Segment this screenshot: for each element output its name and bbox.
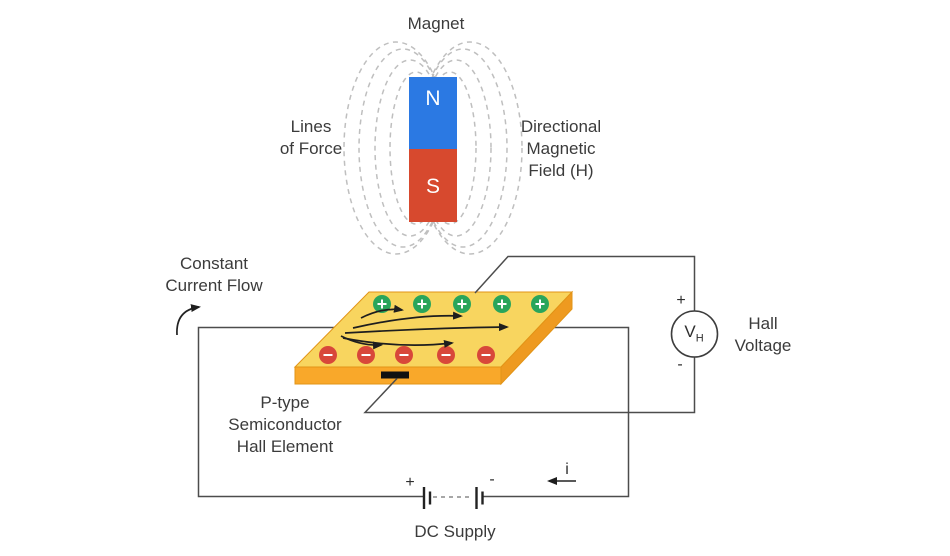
- magnet-north-pole: [409, 77, 457, 149]
- positive-charge-icon: [493, 295, 511, 313]
- magnet-label: Magnet: [407, 14, 465, 33]
- directional-field-line3: Field (H): [528, 161, 594, 180]
- field-line-icon: [423, 71, 477, 225]
- negative-charge-icon: [319, 346, 337, 364]
- battery-minus-sign: -: [489, 471, 495, 488]
- field-line-icon: [417, 41, 523, 255]
- p-type-label: P-type Semiconductor Hall Element: [228, 392, 341, 458]
- voltmeter-symbol: V: [684, 321, 696, 341]
- flow-arrow-icon: [352, 311, 463, 329]
- flow-arrow-icon: [342, 337, 454, 348]
- lines-of-force-line1: Lines: [290, 117, 332, 136]
- electrode-contact: [381, 371, 409, 379]
- hall-voltage-wires: [363, 255, 696, 414]
- voltmeter-reading: VH: [684, 322, 703, 344]
- slab-side-face: [500, 290, 573, 386]
- hall-top-wire: [474, 255, 696, 311]
- left-circuit-wire: [197, 326, 424, 498]
- constant-current-arrow-icon: [176, 304, 201, 336]
- negative-charge-icon: [437, 346, 455, 364]
- meter-plus-sign: +: [676, 292, 686, 309]
- hall-bottom-wire: [363, 357, 696, 414]
- positive-charge-icon: [373, 295, 391, 313]
- current-flow-arrows: [340, 304, 509, 350]
- hall-voltage-line2: Voltage: [734, 336, 792, 355]
- p-type-line3: Hall Element: [236, 437, 334, 456]
- dc-supply-label: DC Supply: [414, 522, 496, 541]
- hall-element-slab: [293, 290, 574, 386]
- constant-current-label: Constant Current Flow: [165, 253, 262, 297]
- lines-of-force-line2: of Force: [279, 139, 343, 158]
- flow-arrow-icon: [340, 335, 383, 350]
- constant-current-line2: Current Flow: [165, 276, 263, 295]
- voltmeter-subscript: H: [695, 332, 704, 345]
- voltmeter-circle: [670, 310, 719, 358]
- positive-charge-icon: [413, 295, 431, 313]
- meter-minus-sign: -: [677, 356, 683, 373]
- positive-charge-icon: [531, 295, 549, 313]
- lines-of-force-label: Lines of Force: [280, 116, 342, 160]
- p-type-line1: P-type: [260, 393, 310, 412]
- p-type-line2: Semiconductor: [228, 415, 342, 434]
- positive-charges: [373, 295, 549, 313]
- flow-arrow-icon: [360, 304, 404, 319]
- constant-current-line1: Constant: [179, 254, 249, 273]
- current-symbol-label: i: [565, 461, 569, 478]
- negative-charges: [319, 346, 495, 364]
- negative-charge-icon: [395, 346, 413, 364]
- negative-charge-icon: [477, 346, 495, 364]
- directional-field-label: Directional Magnetic Field (H): [521, 116, 601, 182]
- flow-arrow-icon: [344, 323, 509, 334]
- directional-field-line2: Magnetic: [526, 139, 596, 158]
- magnet-south-pole: [409, 149, 457, 222]
- hall-voltage-line1: Hall: [748, 314, 778, 333]
- battery-plus-sign: +: [405, 474, 415, 491]
- south-pole-letter: S: [425, 175, 441, 198]
- negative-charge-icon: [357, 346, 375, 364]
- bar-magnet: [409, 77, 457, 222]
- directional-field-line1: Directional: [520, 117, 602, 136]
- north-pole-letter: N: [425, 87, 441, 110]
- battery-symbol: [422, 487, 484, 509]
- hall-voltage-label: Hall Voltage: [735, 313, 792, 357]
- positive-charge-icon: [453, 295, 471, 313]
